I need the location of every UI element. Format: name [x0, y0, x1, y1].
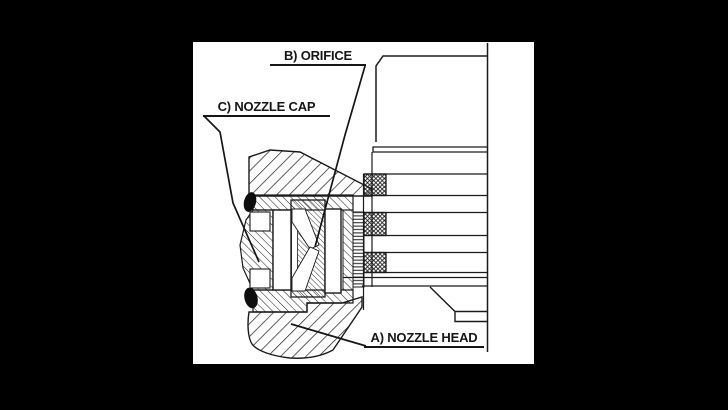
label-nozzle-cap: C) NOZZLE CAP — [203, 99, 330, 117]
label-orifice: B) ORIFICE — [270, 48, 366, 66]
orifice-channel-upper — [291, 208, 320, 250]
leader-line-orifice — [314, 65, 366, 248]
label-nozzle-cap-text: C) NOZZLE CAP — [217, 99, 316, 114]
body-top-block — [375, 55, 488, 142]
retainer-plate-left — [272, 209, 292, 291]
o-ring-seals — [243, 192, 258, 309]
retainer-plates — [249, 208, 342, 294]
body-step-lines — [372, 146, 488, 153]
label-nozzle-head: A) NOZZLE HEAD — [364, 330, 484, 348]
leader-lines — [203, 65, 367, 347]
mesh-seal-2 — [363, 211, 387, 237]
o-ring-bottom — [244, 287, 258, 309]
leader-line-nozzle-cap — [203, 115, 260, 263]
leader-line-nozzle-head — [290, 323, 367, 347]
thread-section — [352, 211, 365, 288]
cap-step-upper — [249, 211, 271, 232]
cap-step-lower — [249, 268, 271, 289]
orifice-insert-part — [290, 199, 326, 298]
o-ring-top — [243, 192, 257, 212]
orifice-channel-lower — [291, 246, 320, 292]
body-lower-step — [429, 286, 488, 323]
mesh-seals — [363, 173, 387, 274]
nozzle-body-right — [343, 43, 489, 352]
label-orifice-text: B) ORIFICE — [283, 48, 353, 63]
mesh-seal-3 — [363, 251, 387, 274]
retainer-plate-right — [324, 208, 342, 294]
label-nozzle-head-text: A) NOZZLE HEAD — [370, 330, 478, 345]
mesh-seal-1 — [363, 173, 387, 197]
nozzle-head-top-section — [248, 149, 373, 197]
